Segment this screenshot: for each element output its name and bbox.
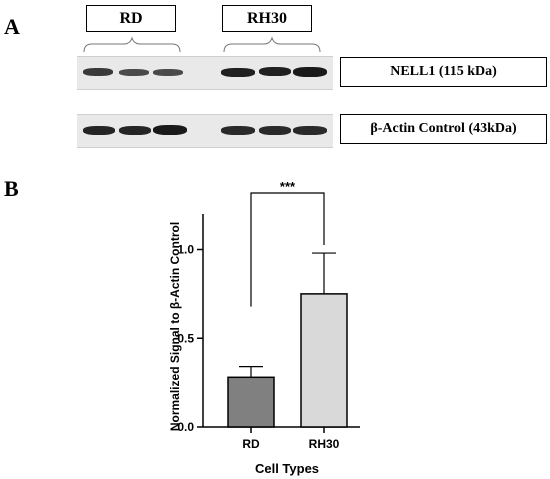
- actin-blot: [77, 114, 333, 148]
- x-tick-label: RH30: [309, 437, 340, 451]
- x-tick-label: RD: [242, 437, 260, 451]
- band: [153, 125, 187, 135]
- band: [83, 68, 113, 76]
- panel-a-letter: A: [4, 14, 20, 39]
- band: [293, 67, 327, 77]
- band: [119, 126, 151, 135]
- band: [221, 126, 255, 135]
- y-tick-label: 0.5: [177, 331, 194, 345]
- bar-rd: [227, 376, 275, 428]
- y-tick-label: 1.0: [177, 243, 194, 257]
- nell1-blot: [77, 56, 333, 90]
- rh30-bracket: [223, 36, 321, 53]
- panel-b-letter: B: [4, 176, 19, 201]
- actin-label: β-Actin Control (43kDa): [340, 114, 547, 144]
- band: [119, 69, 149, 76]
- band: [83, 126, 115, 135]
- significance-bracket: [250, 192, 325, 307]
- nell1-label: NELL1 (115 kDa): [340, 57, 547, 87]
- bar-rh30: [300, 293, 348, 428]
- band: [259, 126, 291, 135]
- x-axis-label: Cell Types: [255, 461, 319, 476]
- band: [293, 126, 327, 135]
- rd-bracket: [83, 36, 181, 53]
- band: [259, 67, 291, 76]
- y-tick-label: 0.0: [177, 420, 194, 434]
- group-label-rh30: RH30: [222, 5, 312, 32]
- band: [221, 68, 255, 77]
- significance-label: ***: [280, 179, 296, 194]
- group-brackets: [83, 36, 321, 53]
- band: [153, 69, 183, 76]
- y-axis-label: Normalized Signal to β-Actin Control: [168, 222, 182, 431]
- group-label-rd: RD: [86, 5, 176, 32]
